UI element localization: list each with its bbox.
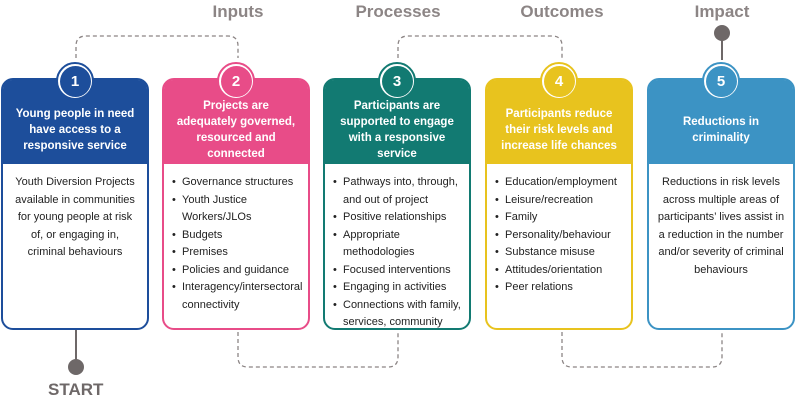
list-item: Attitudes/orientation — [495, 262, 623, 280]
connector-2-3 — [237, 332, 399, 368]
number-badge: 3 — [378, 62, 416, 100]
list-item: Family — [495, 209, 623, 227]
card-2: 2 Projects are adequately governed, reso… — [162, 62, 310, 330]
list-item: Positive relationships — [333, 209, 461, 227]
card-title: Projects are adequately governed, resour… — [164, 80, 308, 164]
list-item: Education/employment — [495, 174, 623, 192]
connector-1-2 — [75, 35, 239, 58]
number-1: 1 — [59, 65, 91, 97]
number-badge: 4 — [540, 62, 578, 100]
number-5: 5 — [705, 65, 737, 97]
list-item: Pathways into, through, and out of proje… — [333, 174, 461, 209]
start-dot — [68, 359, 84, 375]
card-3: 3 Participants are supported to engage w… — [323, 62, 471, 330]
list-item: Interagency/intersectoral connectivity — [172, 279, 302, 314]
stage-label-processes: Processes — [355, 2, 441, 21]
card-list: Education/employment Leisure/recreation … — [495, 174, 623, 297]
number-badge: 5 — [702, 62, 740, 100]
number-badge: 1 — [56, 62, 94, 100]
number-4: 4 — [543, 65, 575, 97]
list-item: Peer relations — [495, 279, 623, 297]
list-item: Leisure/recreation — [495, 192, 623, 210]
number-2: 2 — [220, 65, 252, 97]
card-4: 4 Participants reduce their risk levels … — [485, 62, 633, 330]
start-label: START — [48, 380, 104, 399]
card-list: Governance structures Youth Justice Work… — [172, 174, 302, 314]
impact-dot — [714, 25, 730, 41]
card-body: Youth Diversion Projects available in co… — [15, 176, 135, 258]
list-item: Engaging in activities — [333, 279, 461, 297]
card-body: Reductions in risk levels across multipl… — [657, 176, 785, 276]
list-item: Personality/behaviour — [495, 227, 623, 245]
list-item: Appropriate methodologies — [333, 227, 461, 262]
stage-label-outcomes: Outcomes — [520, 2, 604, 21]
list-item: Governance structures — [172, 174, 300, 192]
card-1: 1 Young people in need have access to a … — [1, 62, 149, 330]
list-item: Substance misuse — [495, 244, 623, 262]
card-body: Pathways into, through, and out of proje… — [325, 164, 469, 328]
list-item: Budgets — [172, 227, 300, 245]
card-body: Governance structures Youth Justice Work… — [164, 164, 308, 328]
number-badge: 2 — [217, 62, 255, 100]
card-5: 5 Reductions in criminality Reductions i… — [647, 62, 795, 330]
connector-3-4 — [397, 35, 563, 58]
list-item: Connections with family, services, commu… — [333, 297, 461, 332]
list-item: Youth Justice Workers/JLOs — [172, 192, 300, 227]
list-item: Policies and guidance — [172, 262, 300, 280]
number-3: 3 — [381, 65, 413, 97]
stage-label-inputs: Inputs — [212, 2, 264, 21]
list-item: Premises — [172, 244, 300, 262]
card-title: Young people in need have access to a re… — [3, 80, 147, 164]
stage-label-impact: Impact — [694, 2, 750, 21]
card-list: Pathways into, through, and out of proje… — [333, 174, 461, 332]
card-body: Education/employment Leisure/recreation … — [487, 164, 631, 328]
list-item: Focused interventions — [333, 262, 461, 280]
connector-4-5 — [561, 332, 723, 368]
